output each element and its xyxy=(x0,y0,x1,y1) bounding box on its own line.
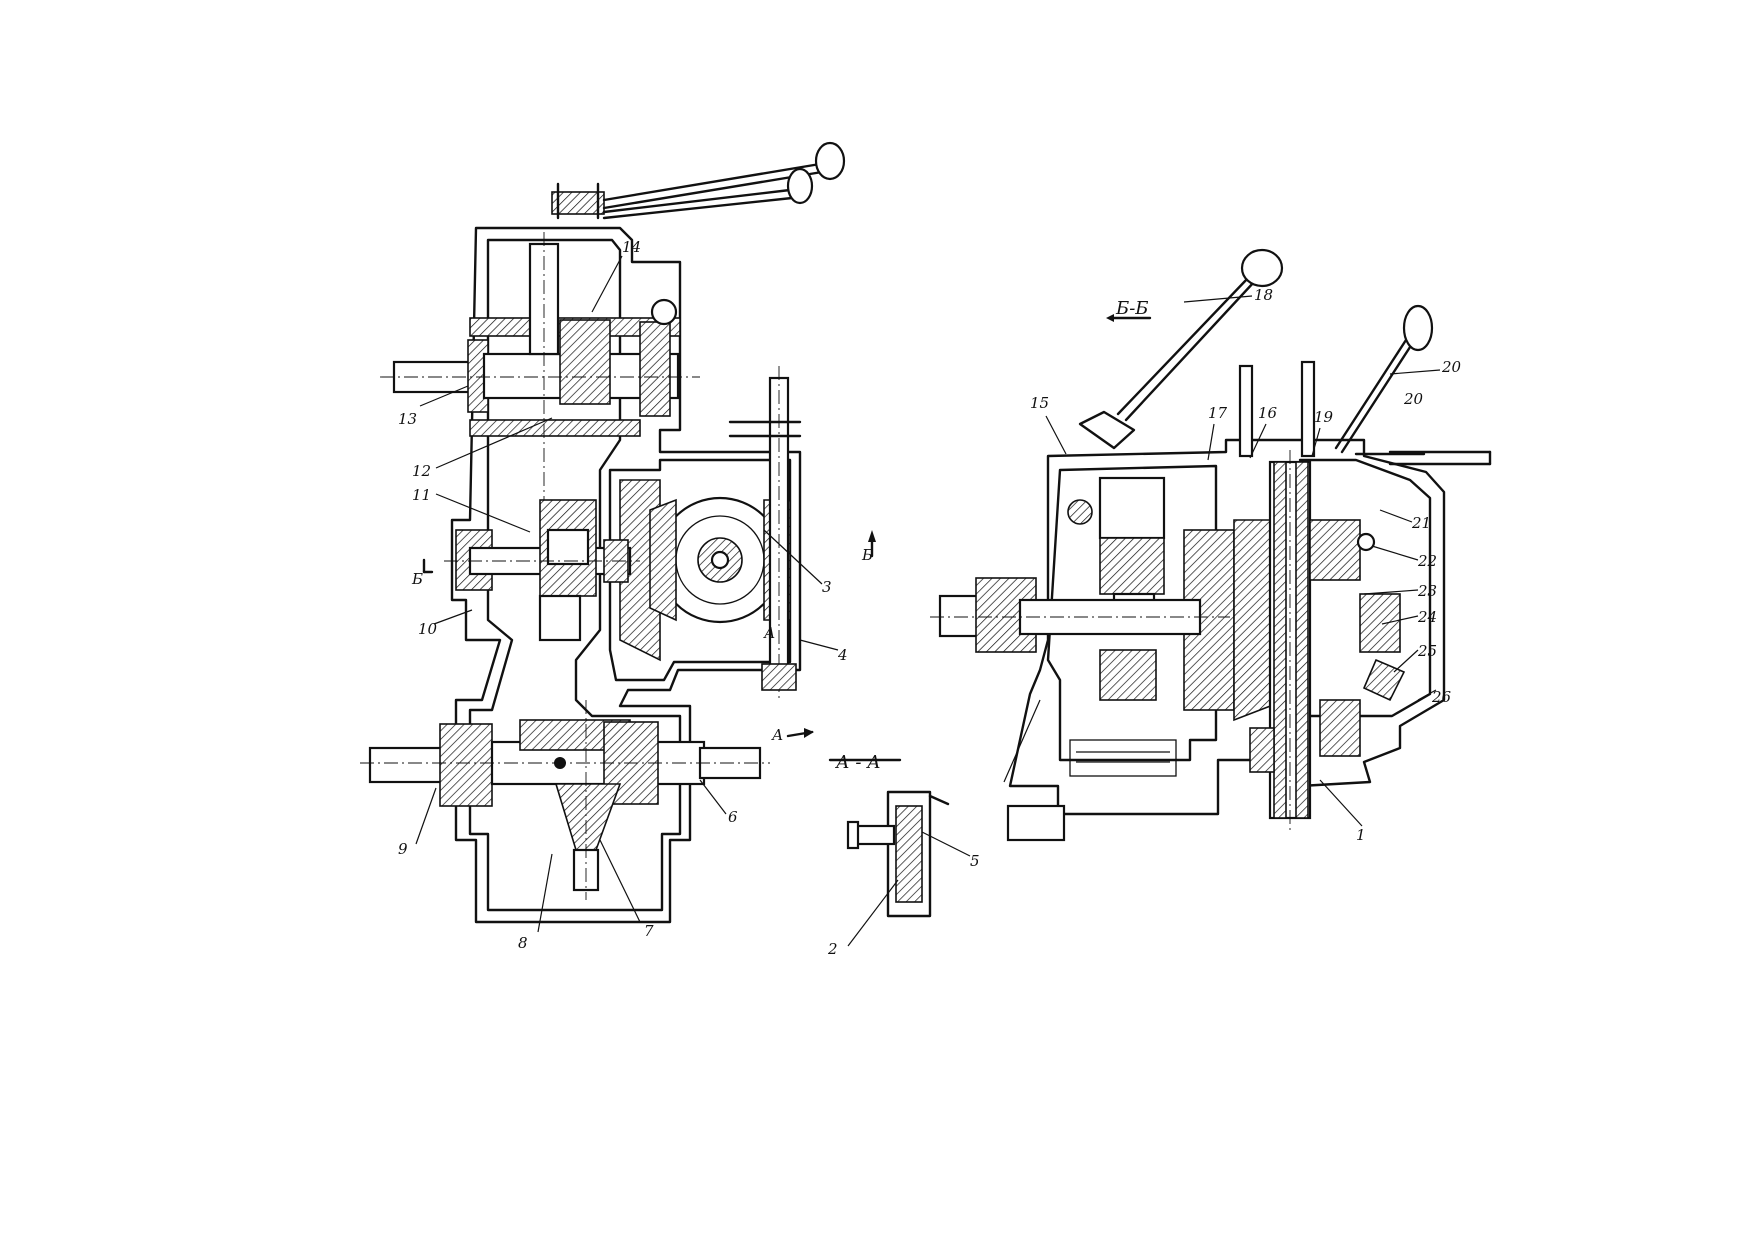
callout-labels: 14 13 12 11 Б 10 Б 3 А 4 А 6 9 7 8 А - А… xyxy=(398,238,1462,958)
callout-13: 13 xyxy=(398,410,417,428)
callout-8: 8 xyxy=(518,934,528,952)
callout-20b: 20 xyxy=(1403,390,1424,408)
callout-6: 6 xyxy=(728,808,738,826)
callout-18: 18 xyxy=(1254,286,1273,304)
callout-7: 7 xyxy=(644,922,654,940)
callout-2: 2 xyxy=(827,940,838,958)
callout-4: 4 xyxy=(837,646,848,664)
section-label-a-a: А - А xyxy=(834,752,881,773)
callout-3: 3 xyxy=(822,578,832,596)
left-section-view xyxy=(360,141,971,947)
bottom-shaft xyxy=(360,700,770,900)
callout-17: 17 xyxy=(1208,404,1228,422)
middle-shaft xyxy=(444,499,640,642)
callout-24: 24 xyxy=(1417,608,1437,626)
callout-a-arrow: А xyxy=(771,726,783,744)
callout-25: 25 xyxy=(1417,642,1437,660)
callout-21: 21 xyxy=(1411,514,1431,532)
callout-16: 16 xyxy=(1258,404,1278,422)
callout-a-top: А xyxy=(763,624,775,642)
callout-22: 22 xyxy=(1417,552,1437,570)
detail-a-a xyxy=(828,758,950,918)
callout-9: 9 xyxy=(398,840,408,858)
callout-1: 1 xyxy=(1356,826,1366,844)
right-section-view xyxy=(930,248,1492,842)
callout-14: 14 xyxy=(622,238,641,256)
top-shaft xyxy=(380,232,700,520)
lever-20 xyxy=(1334,304,1434,454)
section-label-b-b: Б-Б xyxy=(1115,298,1149,319)
lever-18 xyxy=(1078,248,1284,450)
callout-19: 19 xyxy=(1314,408,1334,426)
callout-15: 15 xyxy=(1030,394,1049,412)
callout-12: 12 xyxy=(412,462,431,480)
callout-b-right: Б xyxy=(861,546,873,564)
callout-10: 10 xyxy=(418,620,438,638)
upper-shift-levers xyxy=(551,141,846,220)
callout-b-left: Б xyxy=(411,570,423,588)
callout-20a: 20 xyxy=(1441,358,1462,376)
callout-26: 26 xyxy=(1431,688,1452,706)
callout-5: 5 xyxy=(970,852,980,870)
callout-11: 11 xyxy=(412,486,431,504)
callout-23: 23 xyxy=(1417,582,1437,600)
